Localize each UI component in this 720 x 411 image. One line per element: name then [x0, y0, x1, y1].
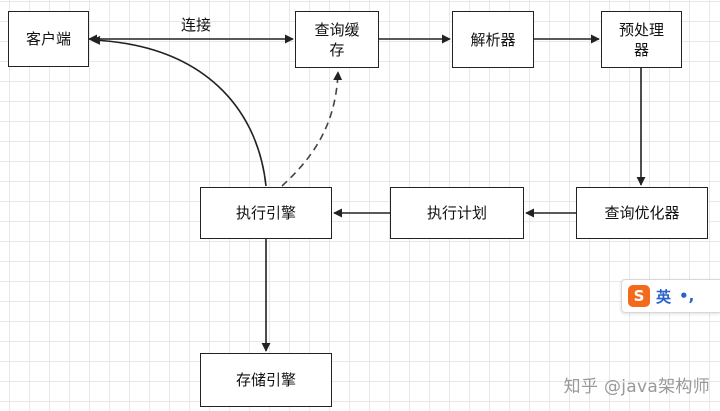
node-client: 客户端 — [8, 11, 89, 67]
node-execution-engine: 执行引擎 — [200, 187, 332, 239]
node-execution-plan: 执行计划 — [390, 187, 524, 239]
sogou-logo-icon[interactable]: S — [628, 285, 650, 307]
edge-engine-query-cache-dashed — [281, 71, 343, 187]
node-query-cache: 查询缓 存 — [295, 11, 379, 68]
node-parser: 解析器 — [452, 11, 534, 68]
node-query-optimizer: 查询优化器 — [576, 187, 708, 239]
edge-engine-client-return — [91, 35, 267, 187]
node-storage-engine: 存储引擎 — [200, 353, 332, 407]
ime-language-toggle[interactable]: 英 — [656, 287, 672, 306]
node-preprocessor: 预处理 器 — [601, 11, 682, 68]
watermark: 知乎 @java架构师 — [563, 377, 710, 397]
edge-label-connect: 连接 — [181, 16, 212, 34]
ime-punctuation-toggle[interactable]: •, — [679, 287, 695, 305]
ime-toolbar[interactable]: S 英 •, — [621, 279, 720, 313]
